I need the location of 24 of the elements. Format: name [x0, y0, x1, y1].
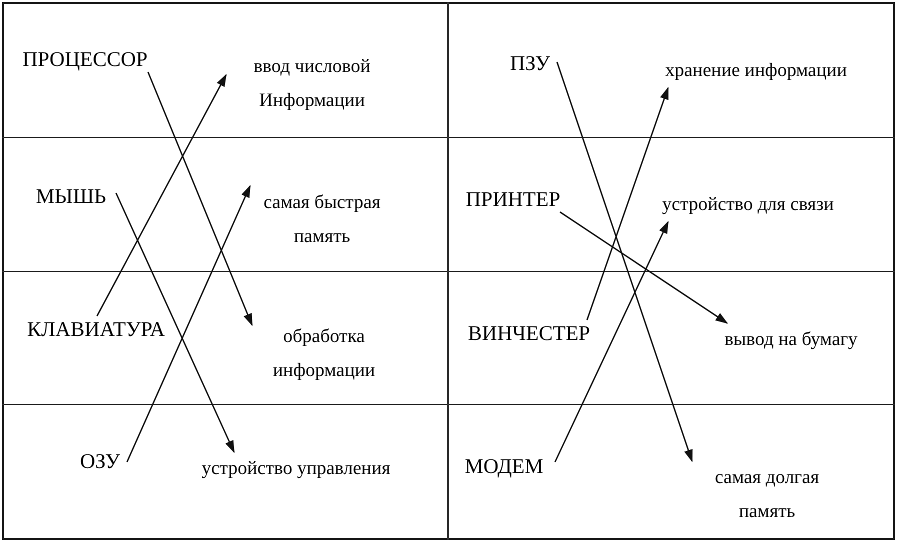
- device-label: МЫШЬ: [26, 183, 116, 209]
- device-label: ПЗУ: [503, 50, 557, 76]
- arrow: [126, 184, 251, 462]
- arrow: [96, 74, 227, 316]
- arrow: [554, 220, 669, 462]
- function-label: вывод на бумагу: [698, 323, 884, 357]
- device-label: ПРИНТЕР: [453, 186, 573, 212]
- arrow: [560, 211, 728, 324]
- arrow: [556, 62, 693, 462]
- arrow: [586, 86, 669, 320]
- device-label: ВИНЧЕСТЕР: [453, 320, 605, 346]
- function-label: устройство управления: [168, 452, 424, 486]
- function-label: хранение информации: [628, 54, 884, 88]
- function-label: ввод числовой Информации: [226, 50, 398, 118]
- function-label: самая долгая память: [692, 461, 842, 529]
- arrow: [147, 72, 253, 326]
- device-label: ОЗУ: [73, 448, 127, 474]
- device-label: ПРОЦЕССОР: [6, 46, 164, 72]
- function-label: самая быстрая память: [240, 186, 404, 254]
- function-label: устройство для связи: [660, 188, 836, 222]
- arrow: [115, 192, 235, 454]
- function-label: обработка информации: [252, 320, 396, 388]
- device-label: КЛАВИАТУРА: [6, 316, 186, 342]
- device-label: МОДЕМ: [453, 453, 555, 479]
